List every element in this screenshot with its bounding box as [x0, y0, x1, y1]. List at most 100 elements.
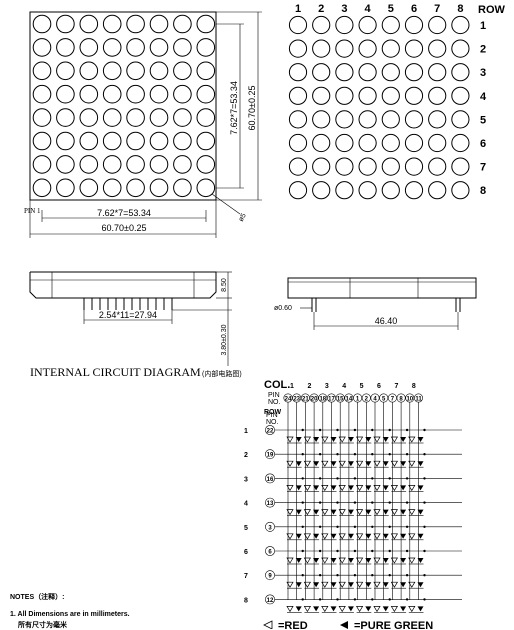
numbered-dot — [428, 86, 447, 105]
circuit-column-number: 7 — [394, 383, 398, 390]
numbered-dot — [358, 15, 377, 35]
junction-dot — [318, 549, 322, 553]
front-dot — [32, 108, 52, 127]
front-dot — [32, 131, 52, 151]
red-led — [373, 509, 381, 516]
column-pin-number: 23 — [293, 397, 300, 403]
red-led — [355, 557, 364, 564]
front-dot — [196, 38, 216, 57]
front-dot — [149, 14, 169, 34]
green-led — [330, 533, 337, 539]
row-number: 3 — [480, 67, 486, 79]
front-dot — [79, 155, 99, 174]
junction-dot — [353, 477, 357, 480]
red-led — [338, 485, 346, 492]
green-led — [330, 558, 337, 563]
front-dot — [149, 131, 169, 151]
front-dot — [196, 84, 216, 104]
height-dim: 8.50 — [221, 278, 228, 292]
red-led — [373, 581, 381, 588]
row-pin-number: 13 — [267, 501, 274, 507]
row-pin-circle — [265, 594, 275, 605]
junction-dot — [353, 501, 357, 504]
column-pin-number: 5 — [382, 397, 386, 403]
numbered-dot-grid — [288, 15, 470, 200]
circuit-row-number: 3 — [244, 476, 248, 483]
numbered-dot — [312, 39, 331, 58]
row-number: 1 — [480, 20, 486, 32]
numbered-dot — [404, 181, 424, 200]
numbered-dot — [312, 86, 331, 105]
numbered-dot — [428, 133, 447, 153]
junction-dot — [405, 453, 409, 456]
front-dot — [149, 38, 169, 57]
column-pin-number: 24 — [285, 397, 292, 403]
numbered-dot — [358, 157, 377, 176]
column-pin-number: 2 — [365, 397, 369, 403]
numbered-dot — [335, 110, 354, 129]
numbered-dot — [358, 133, 377, 153]
red-led — [390, 606, 399, 613]
junction-dot — [353, 428, 357, 432]
numbered-dot — [358, 110, 377, 129]
legend-red: =RED — [278, 620, 308, 629]
notes-item-1-cn: 所有尺寸为毫米 — [18, 622, 67, 629]
v-width-dim: 60.70±0.25 — [247, 86, 257, 131]
numbered-dot — [428, 15, 447, 35]
green-led — [347, 606, 354, 612]
red-led — [303, 606, 312, 613]
green-led — [365, 533, 372, 539]
row-pin-circle — [265, 546, 275, 556]
green-led — [347, 485, 354, 491]
green-led — [382, 509, 389, 515]
red-led — [390, 581, 399, 588]
junction-dot — [371, 477, 374, 480]
green-led — [295, 558, 302, 563]
circuit-row-number: 6 — [244, 549, 248, 556]
front-dot — [79, 178, 99, 198]
numbered-dot — [335, 63, 354, 82]
front-dot — [32, 155, 52, 174]
red-led — [408, 557, 416, 564]
numbered-dot — [451, 15, 470, 35]
junction-dot — [336, 428, 339, 432]
junction-dot — [336, 477, 339, 480]
green-led — [382, 485, 389, 491]
green-led — [382, 461, 389, 467]
red-led — [303, 436, 312, 443]
junction-dot — [405, 501, 409, 504]
front-dot — [102, 14, 122, 34]
red-led — [373, 485, 381, 492]
junction-dot — [423, 428, 426, 432]
red-led — [286, 557, 294, 564]
green-led — [417, 437, 424, 442]
red-led — [303, 581, 312, 588]
green-led — [313, 606, 320, 612]
junction-dot — [405, 525, 409, 528]
red-led — [355, 606, 364, 613]
numbered-dot — [451, 181, 470, 200]
col-label: COL. — [264, 379, 290, 391]
column-number: 7 — [434, 3, 440, 15]
green-led — [417, 461, 424, 467]
green-led — [400, 485, 407, 491]
red-led — [408, 581, 416, 588]
front-dot — [32, 178, 52, 198]
circuit-title-cn: (内部电路图) — [202, 369, 242, 378]
green-led — [400, 533, 407, 539]
width-dim: 60.70±0.25 — [102, 223, 147, 233]
row-pin-number: 9 — [268, 574, 272, 580]
red-led — [286, 436, 294, 443]
red-led — [390, 460, 399, 467]
front-dot — [149, 61, 169, 81]
green-led — [313, 582, 320, 588]
green-led — [313, 485, 320, 491]
red-led — [338, 581, 346, 588]
green-led — [365, 606, 372, 612]
junction-dot — [388, 574, 391, 577]
green-led — [347, 509, 354, 515]
front-dot — [173, 14, 192, 34]
numbered-dot — [381, 39, 400, 58]
front-dot — [56, 178, 75, 198]
